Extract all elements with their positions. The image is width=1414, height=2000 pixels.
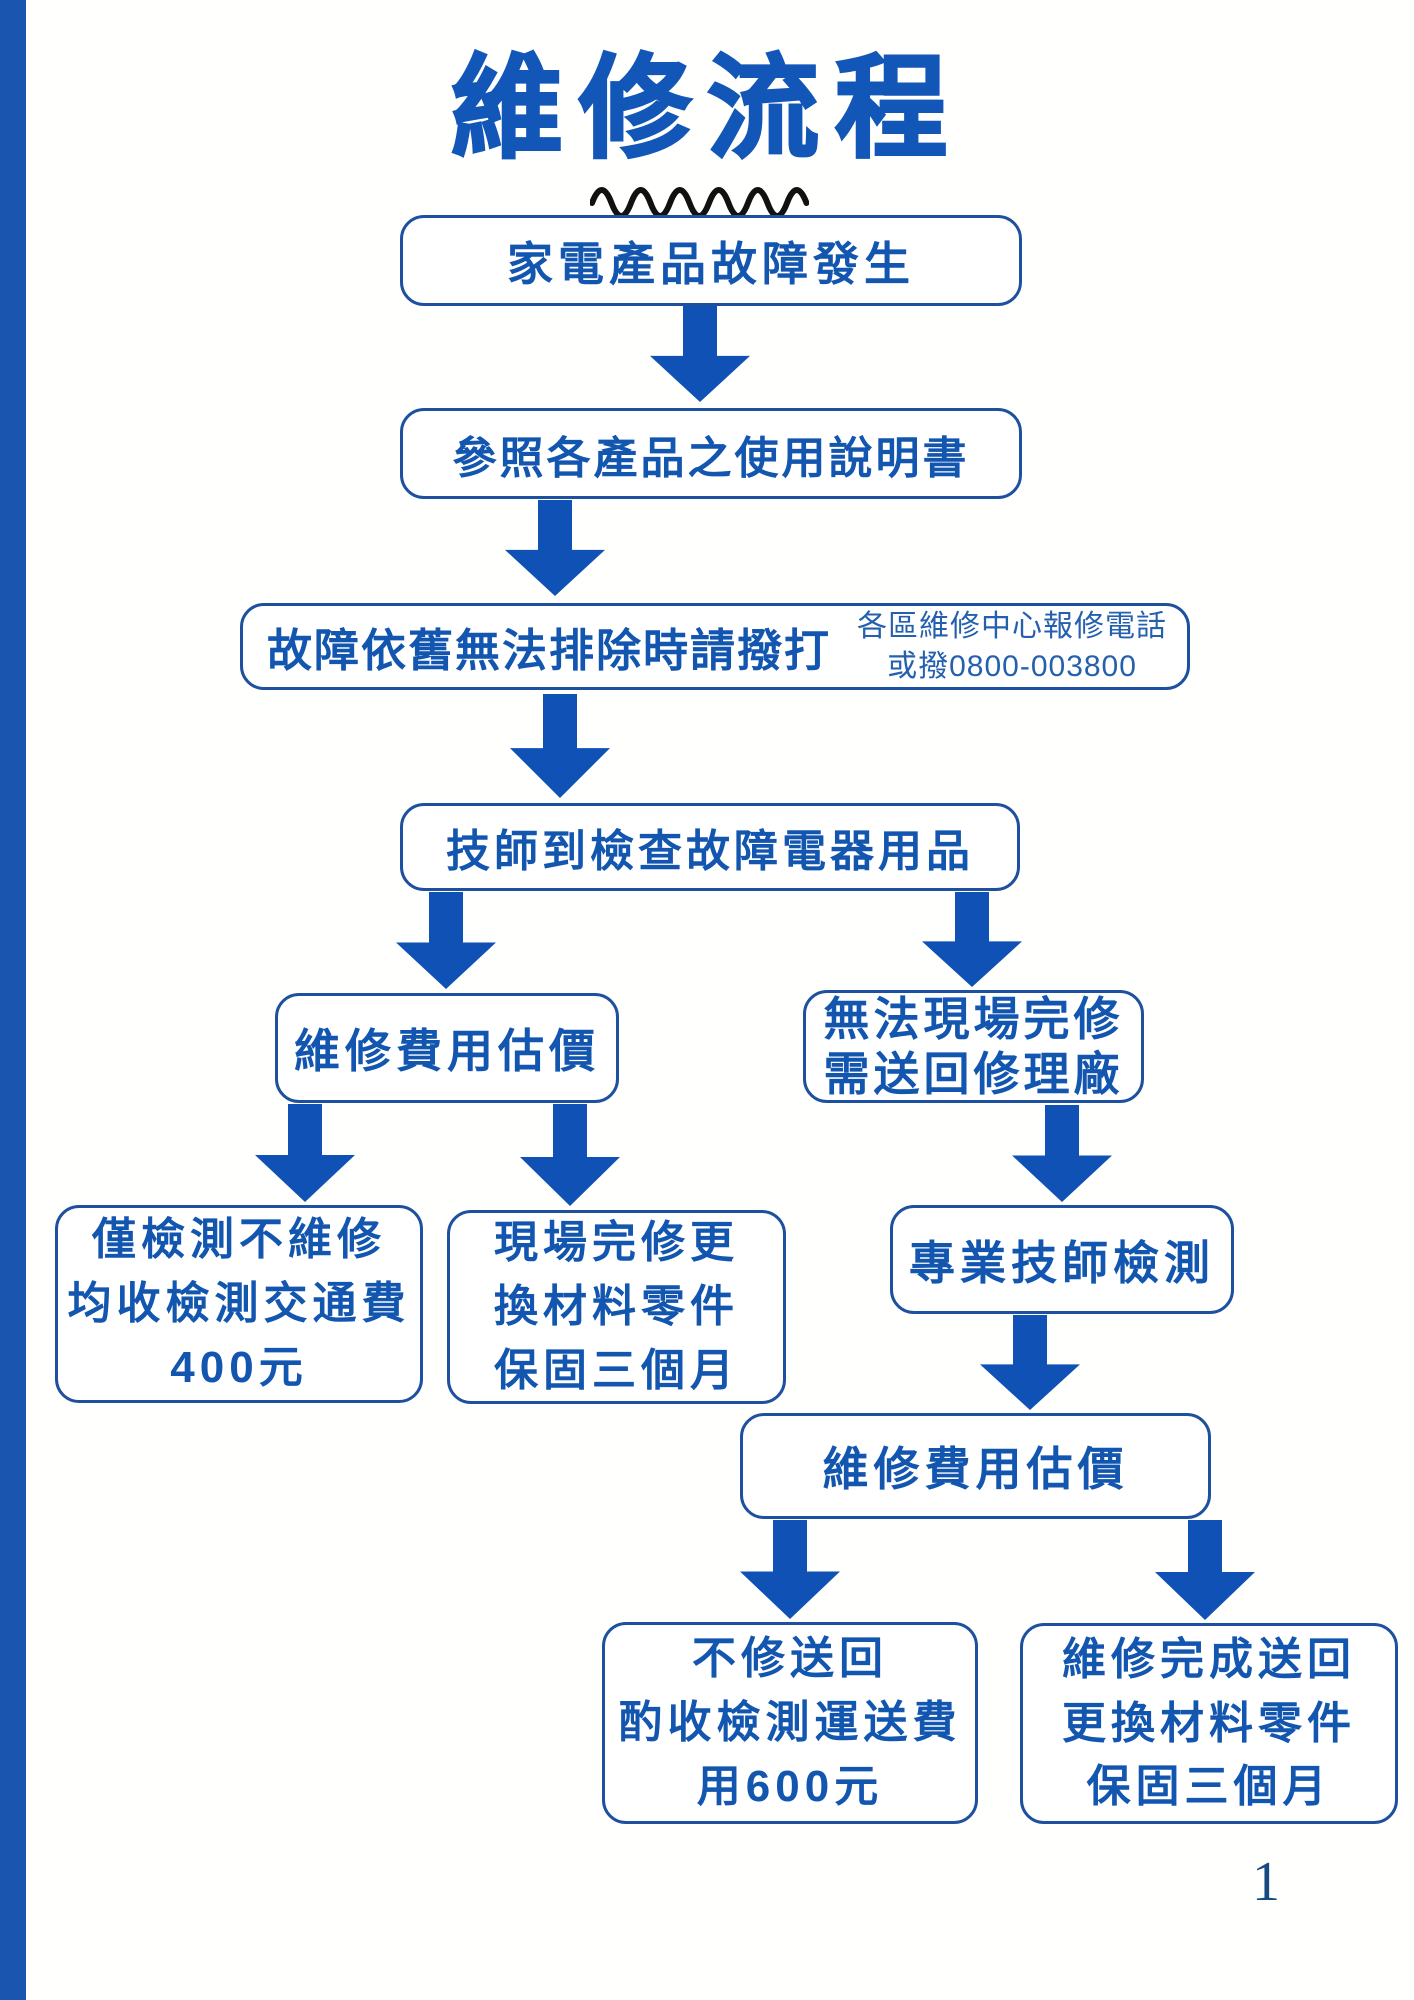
flow-box-repair-estimate-factory: 維修費用估價 xyxy=(740,1413,1211,1519)
down-arrow xyxy=(1155,1520,1255,1620)
box-text: 保固三個月 xyxy=(494,1345,739,1395)
box-text: 故障依舊無法排除時請撥打 xyxy=(267,625,832,676)
box-text: 現場完修更 xyxy=(494,1218,739,1268)
box-text: 400元 xyxy=(170,1342,308,1392)
down-arrow xyxy=(255,1104,355,1202)
box-text: 保固三個月 xyxy=(1086,1762,1332,1812)
box-text: 均收檢測交通費 xyxy=(67,1279,411,1329)
down-arrow xyxy=(510,694,610,798)
flow-box-call-hotline: 故障依舊無法排除時請撥打 各區維修中心報修電話 或撥0800-003800 xyxy=(240,603,1190,690)
down-arrow xyxy=(980,1315,1080,1410)
page-title: 維修流程 xyxy=(450,45,963,173)
down-arrow xyxy=(396,892,496,989)
down-arrow xyxy=(520,1104,620,1206)
flow-box-repair-estimate-onsite: 維修費用估價 xyxy=(275,993,619,1103)
flow-box-inspection-only-fee-400: 僅檢測不維修 均收檢測交通費 400元 xyxy=(55,1205,423,1403)
flow-box-professional-inspection: 專業技師檢測 xyxy=(890,1205,1234,1314)
box-text: 換材料零件 xyxy=(494,1282,739,1332)
flow-box-appliance-fault: 家電產品故障發生 xyxy=(400,215,1022,306)
flow-box-consult-manual: 參照各產品之使用說明書 xyxy=(400,408,1022,499)
flow-box-cannot-fix-onsite: 無法現場完修 需送回修理廠 xyxy=(803,990,1144,1103)
box-text: 僅檢測不維修 xyxy=(92,1215,386,1265)
box-text: 專業技師檢測 xyxy=(909,1236,1215,1289)
flow-box-return-repaired-warranty: 維修完成送回 更換材料零件 保固三個月 xyxy=(1020,1623,1398,1824)
hotline-note-line2: 或撥0800-003800 xyxy=(887,649,1137,683)
box-text: 維修費用估價 xyxy=(822,1443,1129,1495)
box-text: 維修費用估價 xyxy=(294,1025,600,1077)
box-text: 維修完成送回 xyxy=(1062,1634,1356,1684)
box-text: 無法現場完修 xyxy=(823,993,1124,1046)
left-accent-bar xyxy=(0,0,26,2000)
box-text: 技師到檢查故障電器用品 xyxy=(446,827,974,876)
flow-box-return-unrepaired-fee-600: 不修送回 酌收檢測運送費 用600元 xyxy=(602,1622,978,1824)
flow-box-technician-inspect: 技師到檢查故障電器用品 xyxy=(400,803,1020,891)
down-arrow xyxy=(922,892,1022,987)
down-arrow xyxy=(505,500,605,596)
box-text: 更換材料零件 xyxy=(1062,1698,1356,1748)
box-text: 需送回修理廠 xyxy=(823,1047,1124,1100)
box-text: 不修送回 xyxy=(692,1634,888,1684)
down-arrow xyxy=(1012,1105,1112,1202)
box-text: 用600元 xyxy=(696,1761,884,1811)
flow-box-onsite-fixed-warranty: 現場完修更 換材料零件 保固三個月 xyxy=(447,1210,786,1404)
down-arrow xyxy=(740,1520,840,1619)
down-arrow xyxy=(650,306,750,402)
page-number: 1 xyxy=(1252,1851,1280,1913)
box-text: 參照各產品之使用說明書 xyxy=(452,433,970,483)
box-text: 酌收檢測運送費 xyxy=(618,1698,962,1748)
box-text: 家電產品故障發生 xyxy=(507,237,915,290)
hotline-note: 各區維修中心報修電話 或撥0800-003800 xyxy=(857,607,1167,687)
hotline-note-line1: 各區維修中心報修電話 xyxy=(857,609,1168,643)
title-squiggle-underline xyxy=(590,187,809,217)
